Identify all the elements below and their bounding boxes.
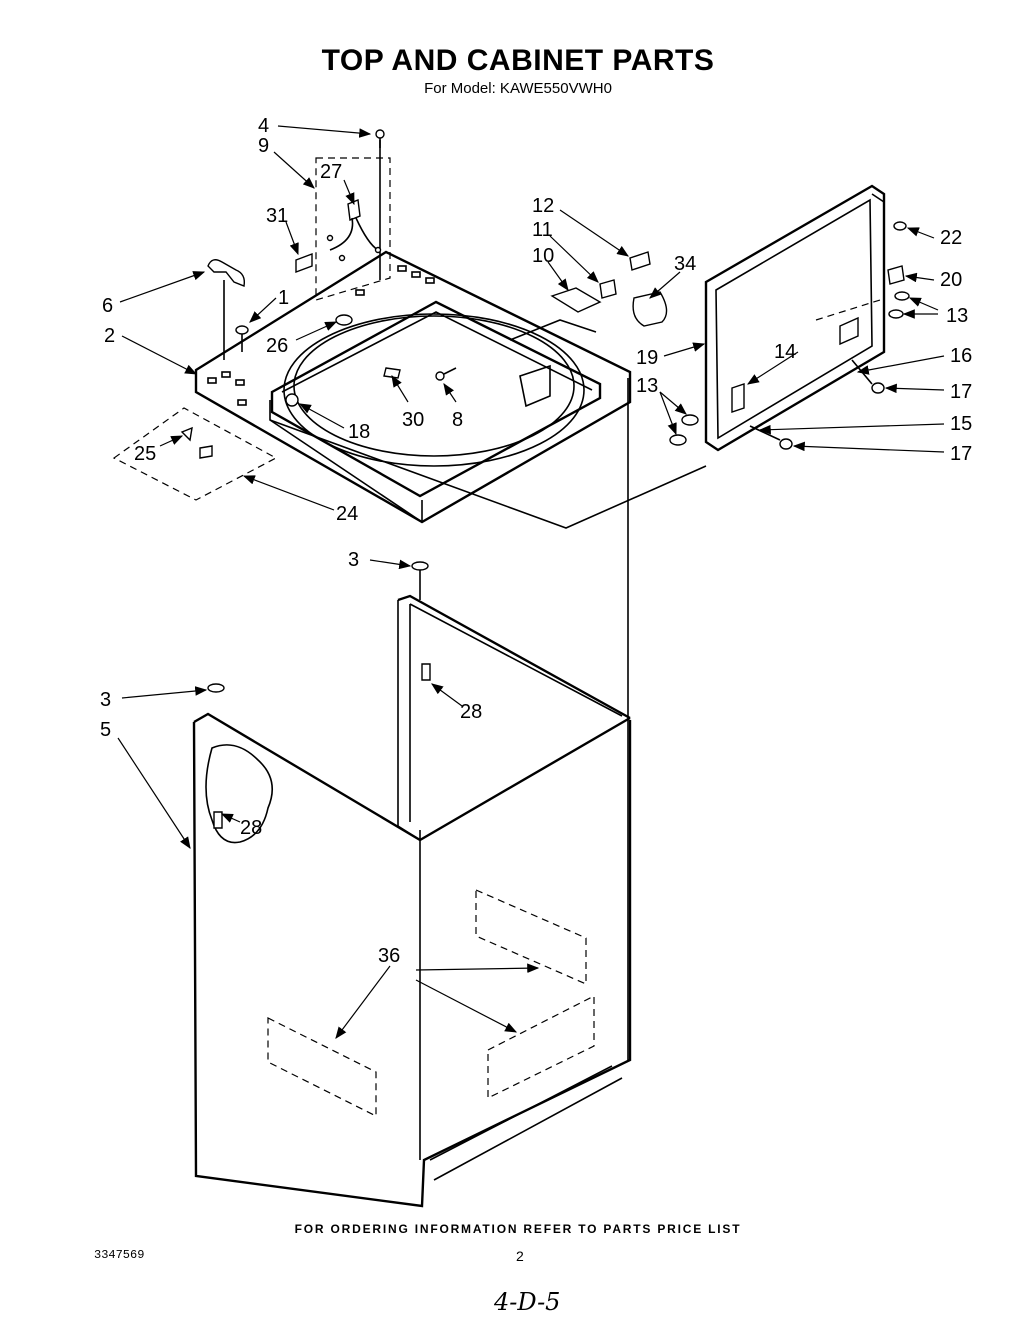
cabinet-assembly <box>192 594 632 1208</box>
callout-8: 8 <box>452 409 463 431</box>
callout-25: 25 <box>134 443 156 465</box>
callout-28-left: 28 <box>240 817 262 839</box>
callout-17-upper: 17 <box>950 381 972 403</box>
document-number: 3347569 <box>94 1248 145 1262</box>
page-number: 2 <box>516 1248 524 1264</box>
lid-assembly <box>704 184 886 452</box>
callout-34: 34 <box>674 253 696 275</box>
washer-top-assembly <box>194 250 632 524</box>
callout-19: 19 <box>636 347 658 369</box>
callout-13-left: 13 <box>636 375 658 397</box>
callout-2: 2 <box>104 325 115 347</box>
callout-24: 24 <box>336 503 358 525</box>
callout-17-lower: 17 <box>950 443 972 465</box>
callout-15: 15 <box>950 413 972 435</box>
callout-28-top: 28 <box>460 701 482 723</box>
callout-36: 36 <box>378 945 400 967</box>
callout-26: 26 <box>266 335 288 357</box>
small-parts <box>180 129 910 829</box>
callout-4: 4 <box>258 115 269 137</box>
ordering-note: FOR ORDERING INFORMATION REFER TO PARTS … <box>294 1222 742 1236</box>
callout-11: 11 <box>532 219 553 241</box>
callout-5: 5 <box>100 719 111 741</box>
callout-16: 16 <box>950 345 972 367</box>
callout-leaders <box>117 125 945 1039</box>
callout-10: 10 <box>532 245 554 267</box>
callout-27: 27 <box>320 161 342 183</box>
wiring-dashed-box <box>315 157 391 301</box>
lid-latch-dashed <box>815 299 881 321</box>
callout-30: 30 <box>402 409 424 431</box>
callout-3-left: 3 <box>100 689 111 711</box>
decal-labels <box>267 889 595 1117</box>
callout-1: 1 <box>278 287 289 309</box>
model-subtitle: For Model: KAWE550VWH0 <box>424 80 612 97</box>
page-title: TOP AND CABINET PARTS <box>321 44 715 77</box>
callout-20: 20 <box>940 269 962 291</box>
callout-22: 22 <box>940 227 962 249</box>
callout-12: 12 <box>532 195 554 217</box>
callout-13-right: 13 <box>946 305 968 327</box>
callout-14: 14 <box>774 341 796 363</box>
callout-numbers: 4 9 27 31 6 1 2 26 30 8 18 25 24 12 11 1… <box>100 115 972 967</box>
callout-9: 9 <box>258 135 269 157</box>
callout-18: 18 <box>348 421 370 443</box>
callout-3-top: 3 <box>348 549 359 571</box>
handwritten-note: 4-D-5 <box>494 1288 561 1316</box>
callout-6: 6 <box>102 295 113 317</box>
callout-31: 31 <box>266 205 288 227</box>
